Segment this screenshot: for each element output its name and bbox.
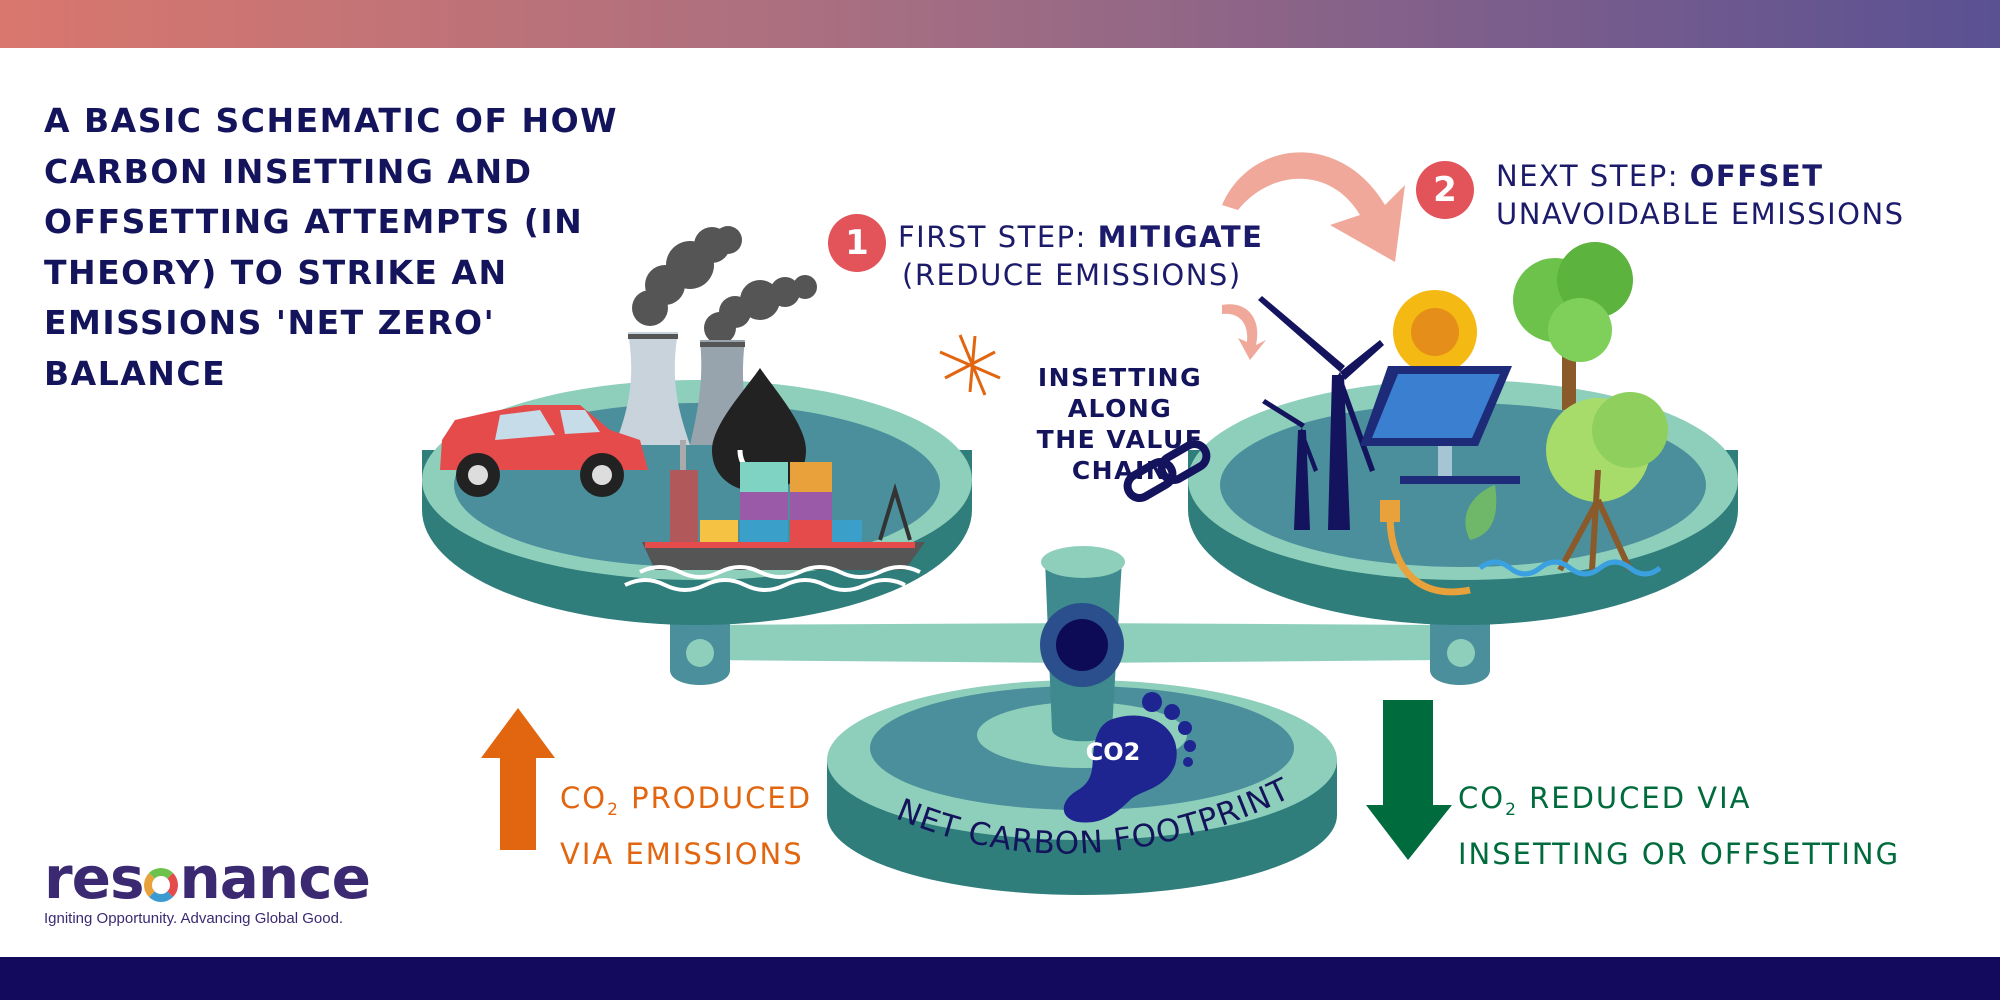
- curved-arrow-icon: [1222, 152, 1405, 262]
- car-icon: [440, 405, 648, 497]
- top-gradient-bar: [0, 0, 2000, 48]
- water-waves-icon: [1478, 559, 1662, 577]
- sun-icon: [1393, 290, 1477, 374]
- cargo-ship-icon: [624, 440, 925, 592]
- insetting-label: INSETTING ALONG THE VALUE CHAIN: [990, 362, 1250, 486]
- logo-tagline: Igniting Opportunity. Advancing Global G…: [44, 910, 344, 927]
- tree-icon: [1513, 242, 1668, 572]
- up-arrow-icon: [481, 708, 555, 850]
- scale-beam: [670, 620, 1490, 685]
- small-curved-arrow-icon: [1222, 304, 1266, 360]
- insetting-line2: THE VALUE CHAIN: [1036, 425, 1204, 485]
- step-1-text: FIRST STEP: MITIGATE (REDUCE EMISSIONS): [898, 218, 1263, 294]
- co2-footprint-icon: CO2: [1063, 692, 1196, 823]
- page-title: A BASIC SCHEMATIC OF HOW CARBON INSETTIN…: [44, 101, 619, 393]
- step-1-line2: (REDUCE EMISSIONS): [902, 258, 1242, 292]
- footprint-co2-text: CO2: [1086, 738, 1141, 766]
- smoke-cloud-icon: [632, 226, 817, 344]
- step-2-text: NEXT STEP: OFFSET UNAVOIDABLE EMISSIONS: [1496, 157, 1905, 233]
- spark-icon: [939, 334, 1001, 396]
- wind-turbine-icon: [1258, 296, 1384, 530]
- logo-o-ring-icon: [144, 868, 179, 902]
- solar-panel-icon: [1360, 366, 1520, 484]
- step-1-prefix: FIRST STEP:: [898, 220, 1098, 254]
- step-2-line2: UNAVOIDABLE EMISSIONS: [1496, 197, 1905, 231]
- step-2-emphasis: OFFSET: [1689, 159, 1824, 193]
- chain-link-icon: [1123, 440, 1211, 502]
- insetting-line1: INSETTING ALONG: [1037, 363, 1203, 423]
- step-1-emphasis: MITIGATE: [1097, 220, 1264, 254]
- plug-icon: [1380, 485, 1497, 596]
- step-2-prefix: NEXT STEP:: [1496, 159, 1690, 193]
- co2-produced-label: CO2 PRODUCED VIA EMISSIONS: [560, 781, 813, 871]
- bottom-navy-bar: [0, 957, 2000, 1000]
- co2-reduced-label: CO2 REDUCED VIA INSETTING OR OFFSETTING: [1458, 781, 1901, 871]
- step-1-badge: 1: [828, 214, 886, 272]
- step-2-badge: 2: [1416, 161, 1474, 219]
- down-arrow-icon: [1366, 700, 1452, 860]
